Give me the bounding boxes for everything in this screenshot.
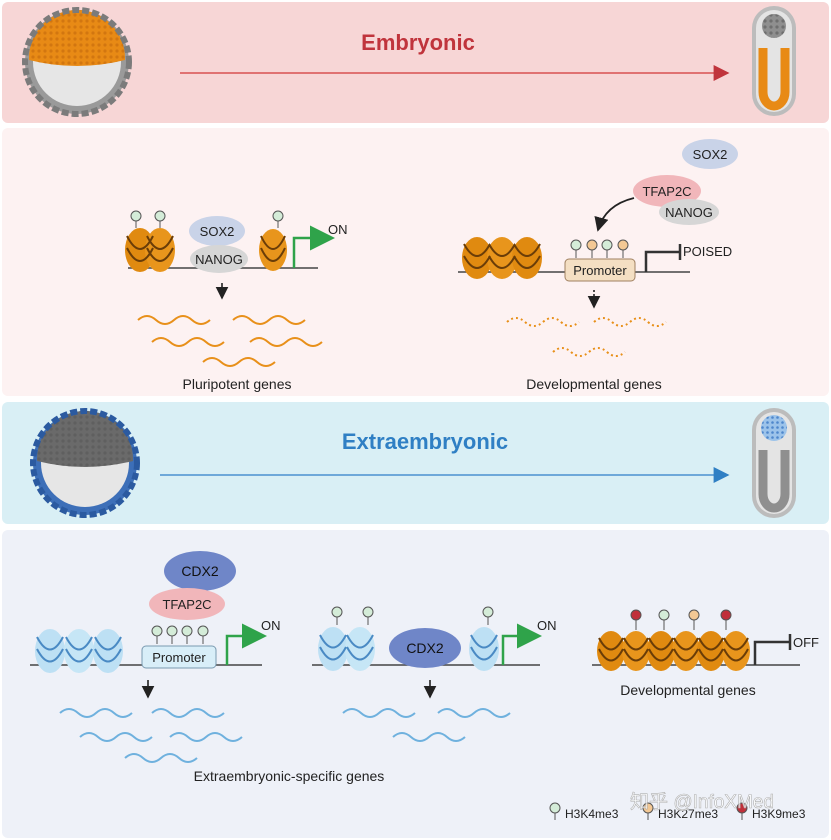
transcription-on-arrow: [501, 623, 542, 665]
nanog-factor: NANOG: [190, 245, 248, 273]
h3k4me3-mark: [331, 606, 343, 625]
legend-item-h3k9me3: H3K9me3: [736, 802, 806, 821]
svg-text:Promoter: Promoter: [573, 263, 627, 278]
embryonic-band: Embryonic: [2, 2, 829, 123]
svg-text:TFAP2C: TFAP2C: [162, 597, 211, 612]
nanog-factor: NANOG: [659, 199, 719, 225]
poised-label: POISED: [683, 244, 732, 259]
extraembryonic-panel: CDX2 TFAP2C Promoter ON: [2, 530, 829, 838]
sox2-factor: SOX2: [189, 216, 245, 246]
embryonic-late-embryo-icon: [752, 6, 796, 116]
extraembryonic-band: Extraembryonic: [2, 402, 829, 524]
sox2-factor: SOX2: [682, 139, 738, 169]
on-label: ON: [537, 618, 557, 633]
off-label: OFF: [793, 635, 819, 650]
nucleosome-cluster: [318, 627, 375, 671]
svg-text:Promoter: Promoter: [152, 650, 206, 665]
embryonic-blastocyst-icon: [22, 7, 132, 117]
legend-item-h3k4me3: H3K4me3: [549, 802, 619, 821]
h3k4me3-mark: [154, 210, 166, 228]
tfap2c-factor: TFAP2C: [633, 175, 701, 207]
svg-text:H3K27me3: H3K27me3: [658, 807, 718, 821]
svg-text:TFAP2C: TFAP2C: [642, 184, 691, 199]
embryonic-title: Embryonic: [361, 30, 475, 55]
extraembryonic-specific-caption: Extraembryonic-specific genes: [194, 768, 385, 784]
transcription-on-arrow: [225, 623, 267, 665]
on-label: ON: [328, 222, 348, 237]
extraembryonic-middle-locus: CDX2 ON: [312, 606, 557, 742]
cdx2-factor: CDX2: [389, 628, 461, 668]
nucleosome: [469, 627, 499, 671]
extraembryonic-transcripts-middle: [342, 708, 511, 742]
nucleosome-cluster: [35, 629, 123, 673]
promoter-box: Promoter: [564, 258, 636, 282]
pluripotent-transcripts: [137, 315, 323, 367]
nucleosome-cluster: [597, 631, 750, 671]
histone-marks: [570, 239, 629, 258]
h3k4me3-mark: [130, 210, 142, 228]
pluripotent-locus: SOX2 NANOG ON: [125, 210, 348, 392]
svg-text:SOX2: SOX2: [693, 147, 728, 162]
svg-text:CDX2: CDX2: [181, 563, 219, 579]
svg-text:H3K9me3: H3K9me3: [752, 807, 806, 821]
histone-marks: [151, 625, 209, 644]
extraembryonic-right-locus: OFF Developmental genes: [592, 609, 819, 698]
histone-marks: [630, 609, 732, 630]
histone-legend: H3K4me3 H3K27me3 H3K9me3: [549, 802, 806, 821]
h3k4me3-mark: [482, 606, 494, 625]
h3k4me3-mark: [272, 210, 284, 228]
svg-text:NANOG: NANOG: [665, 205, 713, 220]
developmental-locus: SOX2 TFAP2C NANOG Promoter: [458, 139, 738, 392]
nucleosome: [259, 229, 287, 271]
on-label: ON: [261, 618, 281, 633]
legend-item-h3k27me3: H3K27me3: [642, 802, 718, 821]
extraembryonic-blastocyst-icon: [30, 408, 140, 518]
extraembryonic-late-embryo-icon: [752, 408, 796, 518]
svg-text:CDX2: CDX2: [406, 640, 444, 656]
embryonic-panel: SOX2 NANOG ON: [2, 128, 829, 396]
poised-arrow: [644, 250, 680, 272]
nucleosome-cluster: [125, 228, 175, 272]
tfap2c-factor: TFAP2C: [149, 588, 225, 620]
developmental-caption-off: Developmental genes: [620, 682, 755, 698]
promoter-box: Promoter: [141, 645, 217, 669]
h3k4me3-mark: [362, 606, 374, 625]
developmental-transcripts: [506, 317, 667, 357]
svg-text:SOX2: SOX2: [200, 224, 235, 239]
watermark: 知乎 @InfoXMed: [630, 791, 774, 813]
svg-text:NANOG: NANOG: [195, 252, 243, 267]
cdx2-factor: CDX2: [164, 551, 236, 591]
nucleosome-cluster: [462, 237, 542, 279]
extraembryonic-transcripts-left: [59, 708, 243, 763]
extraembryonic-title: Extraembryonic: [342, 429, 508, 454]
off-arrow: [753, 640, 790, 665]
transcription-on-arrow: [292, 225, 335, 268]
extraembryonic-left-locus: CDX2 TFAP2C Promoter ON: [30, 551, 281, 763]
binding-arrow: [594, 197, 635, 232]
pluripotent-caption: Pluripotent genes: [183, 376, 292, 392]
developmental-caption: Developmental genes: [526, 376, 661, 392]
svg-text:H3K4me3: H3K4me3: [565, 807, 619, 821]
